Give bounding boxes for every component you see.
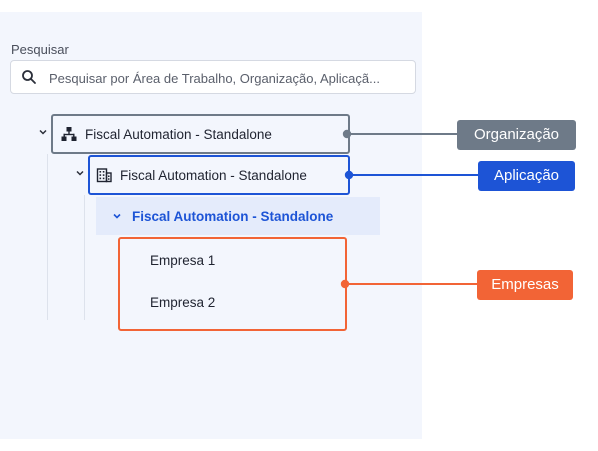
tree-node-label: Fiscal Automation - Standalone <box>132 208 334 224</box>
search-input[interactable] <box>47 67 411 89</box>
search-box[interactable] <box>10 60 416 94</box>
chevron-down-icon[interactable] <box>75 168 85 178</box>
tree-node-label: Fiscal Automation - Standalone <box>85 126 272 142</box>
callout-application: Aplicação <box>478 161 575 191</box>
callout-organization: Organização <box>457 120 576 150</box>
companies-group: Empresa 1 Empresa 2 <box>118 237 347 331</box>
tree-guide-line <box>47 154 48 320</box>
tree-node-application[interactable]: Fiscal Automation - Standalone <box>88 155 350 195</box>
callout-companies: Empresas <box>477 270 573 300</box>
chevron-down-icon[interactable] <box>38 127 48 137</box>
building-icon <box>96 168 112 183</box>
search-icon <box>22 70 36 84</box>
tree-node-company[interactable]: Empresa 2 <box>150 295 216 310</box>
tree-node-label: Fiscal Automation - Standalone <box>120 167 307 183</box>
tree-guide-line <box>84 195 85 320</box>
chevron-down-icon[interactable] <box>112 211 122 221</box>
sitemap-icon <box>61 127 77 141</box>
search-label: Pesquisar <box>11 42 69 57</box>
tree-node-selected[interactable]: Fiscal Automation - Standalone <box>96 197 380 235</box>
tree-node-company[interactable]: Empresa 1 <box>150 253 216 268</box>
tree-node-organization[interactable]: Fiscal Automation - Standalone <box>51 114 350 154</box>
